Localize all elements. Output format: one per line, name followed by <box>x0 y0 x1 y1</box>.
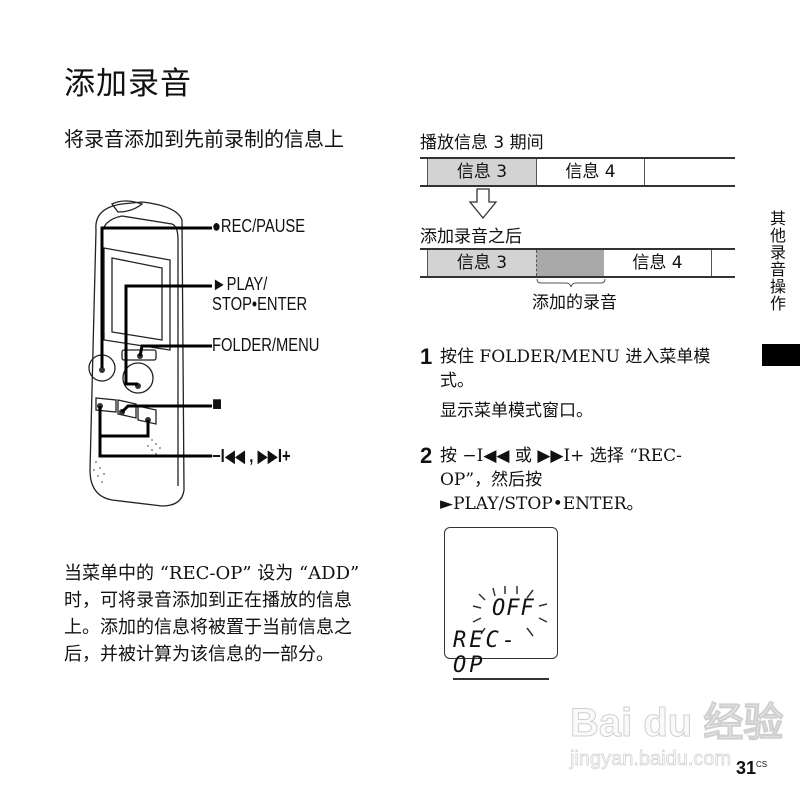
watermark-url: jingyan.baidu.com <box>570 748 732 771</box>
watermark: Bai du 经验 jingyan.baidu.com <box>569 690 784 771</box>
bracket-icon <box>536 278 606 288</box>
timeline-before-bar: 信息 3 信息 4 <box>420 157 735 187</box>
side-tab-marker <box>762 344 800 366</box>
body-paragraph: 当菜单中的 “REC-OP” 设为 “ADD” 时，可将录音添加到正在播放的信息… <box>64 563 360 665</box>
timeline-before-caption: 播放信息 3 期间 <box>420 133 544 153</box>
segment-message-3: 信息 3 <box>427 250 537 276</box>
step-2: 2 按 −I◀◀ 或 ▶▶I+ 选择 “REC-OP”，然后按 ►PLAY/ST… <box>420 444 730 516</box>
page-number-value: 31 <box>736 758 757 778</box>
side-tab-label: 其他录音操作 <box>767 210 786 312</box>
step-number: 1 <box>420 344 433 369</box>
lcd-value: OFF <box>492 596 535 621</box>
step-text: 按住 FOLDER/MENU 进入菜单模式。 <box>440 347 711 391</box>
step-1: 1 按住 FOLDER/MENU 进入菜单模式。 显示菜单模式窗口。 <box>420 345 730 423</box>
step-text: 按 −I◀◀ 或 ▶▶I+ 选择 “REC-OP”，然后按 ►PLAY/STOP… <box>440 446 682 514</box>
recorder-illustration <box>88 200 212 507</box>
label-folder-menu: FOLDER/MENU <box>212 335 320 355</box>
step-subtext: 显示菜单模式窗口。 <box>440 401 593 421</box>
lcd-display: OFF REC-OP <box>444 527 558 680</box>
added-recording-label: 添加的录音 <box>532 293 617 313</box>
page-suffix: CS <box>756 760 768 769</box>
label-rec-pause: ●REC/PAUSE <box>212 216 306 236</box>
blink-rays-icon <box>472 586 548 637</box>
label-play: ►PLAY/ <box>212 274 268 294</box>
section-subtitle: 将录音添加到先前录制的信息上 <box>64 127 344 151</box>
watermark-brand: Bai du 经验 <box>569 701 784 746</box>
segment-added-recording <box>537 250 604 276</box>
page-number: 31CS <box>736 758 767 779</box>
step-number: 2 <box>420 443 433 468</box>
segment-message-3: 信息 3 <box>427 159 537 185</box>
segment-message-4: 信息 4 <box>537 159 645 185</box>
label-stop: ■ <box>212 393 222 415</box>
label-stop-enter: STOP•ENTER <box>212 294 308 314</box>
page-title: 添加录音 <box>64 66 192 102</box>
segment-message-4: 信息 4 <box>604 250 712 276</box>
timeline-after-bar: 信息 3 信息 4 <box>420 248 735 278</box>
lcd-label: REC-OP <box>453 628 549 680</box>
down-arrow-icon <box>468 188 498 220</box>
timeline-after-caption: 添加录音之后 <box>420 227 522 247</box>
label-skip: −I◀◀ , ▶▶I+ <box>212 446 291 466</box>
